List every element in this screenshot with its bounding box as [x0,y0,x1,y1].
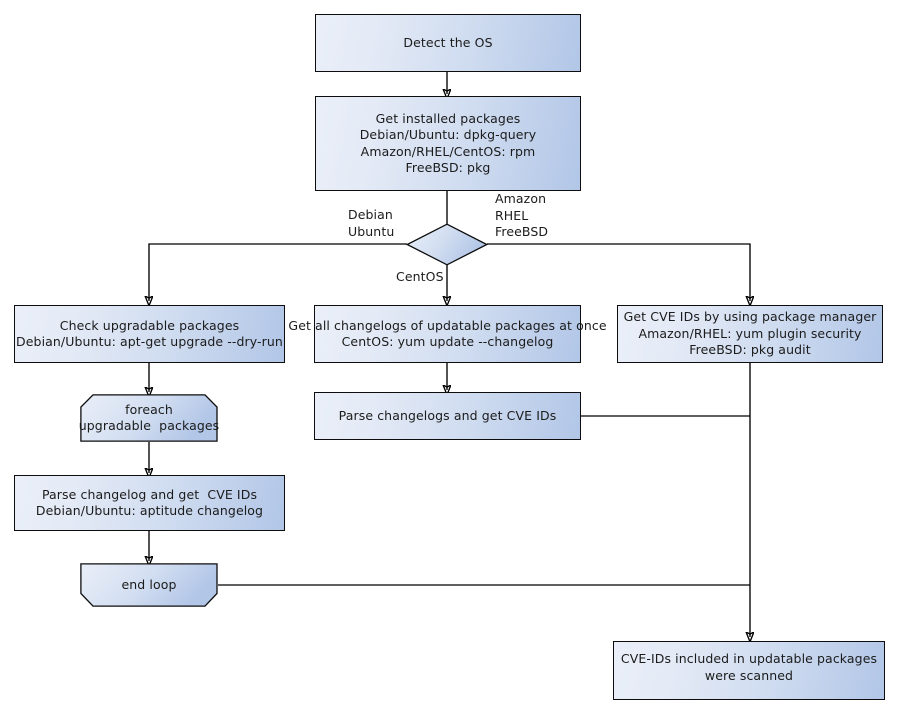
edge-decision-amazon [487,243,750,301]
node-parse-changelog-debian-line-1: Debian/Ubuntu: aptitude changelog [35,503,264,518]
node-get-cve-ids-package-manager-line-2: FreeBSD: pkg audit [689,342,811,358]
node-end-loop[interactable]: end loop [80,563,218,607]
node-end-loop-line-0: end loop [121,576,177,592]
node-foreach-loop-line-0: foreach [125,401,173,417]
node-check-upgradable-line-0: Check upgradable packages [59,317,240,333]
node-get-all-changelogs-line-1: CentOS: yum update --changelog [341,334,554,349]
edge-decision-debian [149,243,407,301]
node-end-loop-label: end loop [80,563,218,607]
node-detect-os[interactable]: Detect the OS [315,14,581,72]
node-get-installed-packages-line-1: Debian/Ubuntu: dpkg-query [359,127,537,142]
edge-label-centos: CentOS [396,269,444,284]
node-scanned-result-line-0: CVE-IDs included in updatable packages [620,651,878,666]
edge-label-amazon-rhel-freebsd: Amazon RHEL FreeBSD [495,191,549,239]
node-foreach-loop[interactable]: foreach upgradable packages [78,394,220,442]
node-get-cve-ids-package-manager-line-1: Amazon/RHEL: yum plugin security [638,325,862,341]
node-get-installed-packages-line-3: FreeBSD: pkg [405,160,491,175]
node-get-all-changelogs[interactable]: Get all changelogs of updatable packages… [288,305,607,363]
node-get-cve-ids-package-manager-line-0: Get CVE IDs by using package manager [623,309,877,325]
node-get-all-changelogs-line-0: Get all changelogs of updatable packages… [288,317,607,333]
node-get-installed-packages[interactable]: Get installed packages Debian/Ubuntu: dp… [315,96,581,191]
node-detect-os-line-0: Detect the OS [403,34,493,50]
node-foreach-loop-label: foreach upgradable packages [78,394,220,442]
node-get-installed-packages-line-0: Get installed packages [375,110,521,126]
node-parse-changelogs-centos-line-0: Parse changelogs and get CVE IDs [338,407,557,423]
node-foreach-loop-line-1: upgradable packages [78,418,220,433]
node-get-cve-ids-package-manager[interactable]: Get CVE IDs by using package manager Ama… [617,305,883,363]
node-check-upgradable-line-1: Debian/Ubuntu: apt-get upgrade --dry-run [16,334,283,349]
edge-label-debian-ubuntu: Debian Ubuntu [348,207,395,239]
node-parse-changelogs-centos[interactable]: Parse changelogs and get CVE IDs [314,392,581,440]
node-scanned-result[interactable]: CVE-IDs included in updatable packages w… [613,641,885,700]
node-get-installed-packages-line-2: Amazon/RHEL/CentOS: rpm [360,143,536,159]
node-os-decision[interactable] [406,223,488,266]
node-check-upgradable[interactable]: Check upgradable packages Debian/Ubuntu:… [14,305,285,363]
node-parse-changelog-debian[interactable]: Parse changelog and get CVE IDs Debian/U… [14,475,285,531]
node-scanned-result-line-1: were scanned [704,667,794,683]
node-parse-changelog-debian-line-0: Parse changelog and get CVE IDs [41,486,258,502]
